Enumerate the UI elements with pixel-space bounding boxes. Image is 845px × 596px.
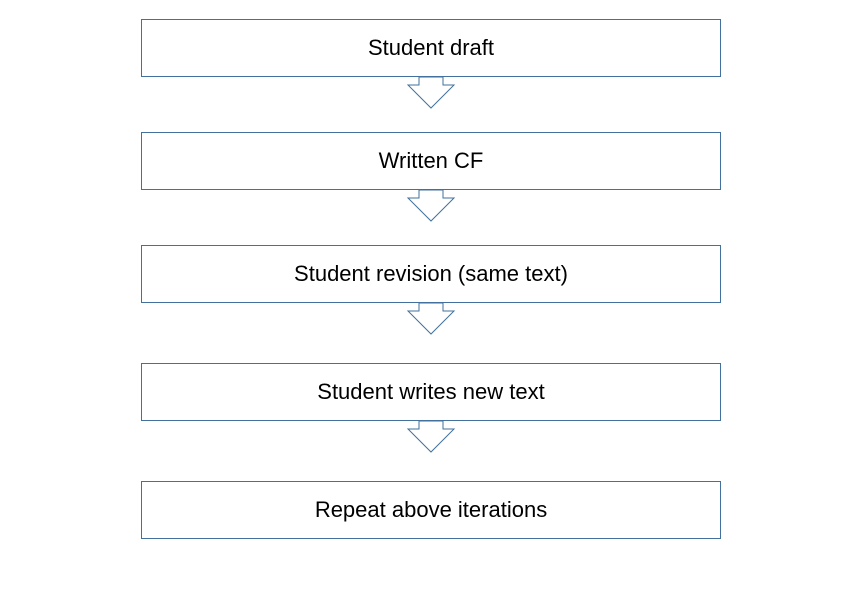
step-label: Student draft <box>368 35 494 60</box>
step-student-writes-new-text: Student writes new text <box>141 363 721 421</box>
step-label: Student revision (same text) <box>294 261 568 286</box>
step-label: Student writes new text <box>317 379 545 404</box>
step-repeat-iterations: Repeat above iterations <box>141 481 721 539</box>
step-student-draft: Student draft <box>141 19 721 77</box>
step-label: Repeat above iterations <box>314 497 548 522</box>
down-arrow-icon <box>406 302 456 335</box>
step-student-revision: Student revision (same text) <box>141 245 721 303</box>
step-label: Written CF <box>378 148 484 173</box>
down-arrow-icon <box>406 76 456 109</box>
down-arrow-icon <box>406 189 456 222</box>
down-arrow-icon <box>406 420 456 453</box>
step-written-cf: Written CF <box>141 132 721 190</box>
